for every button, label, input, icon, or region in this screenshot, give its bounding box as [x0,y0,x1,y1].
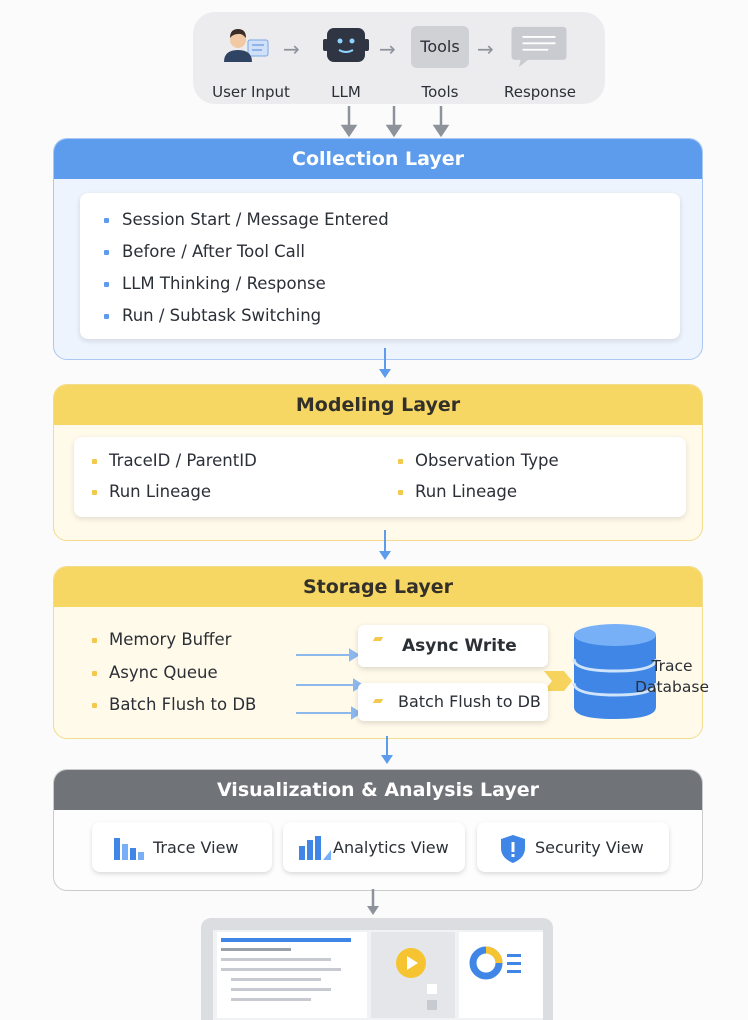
list-item-text: Run Lineage [415,482,518,501]
database-label-line: Database [635,678,709,696]
bar-chart-icon [114,838,144,860]
bullet [104,314,109,319]
list-item: Session Start / Message Entered [104,210,389,229]
down-arrow-icon [379,530,391,560]
down-arrow-icon [381,736,393,764]
flow-label: Response [503,83,577,101]
bullet [104,250,109,255]
down-arrow-icon [379,348,391,378]
list-item: Run Lineage [398,482,517,501]
view-label: Analytics View [333,838,449,857]
right-arrow-icon: → [477,37,494,61]
list-item: Run Lineage [92,482,211,501]
list-item: Async Queue [92,663,218,682]
list-item: Batch Flush to DB [92,695,256,714]
bullet [104,218,109,223]
bullet [372,637,384,641]
bullet [398,490,403,495]
database-label-line: Trace [651,657,693,675]
flow-label: User Input [212,83,290,101]
list-item: Memory Buffer [92,630,231,649]
collection-panel: Session Start / Message Entered Before /… [80,193,680,339]
chat-bubble-icon [511,26,567,68]
right-arrow-icon: → [379,37,396,61]
flow-label: LLM [331,83,361,101]
down-arrow-icon [367,889,379,915]
right-arrow-icon: → [283,37,300,61]
list-item: Before / After Tool Call [104,242,305,261]
modeling-layer: Modeling Layer TraceID / ParentID Run Li… [53,384,703,541]
list-item-text: Batch Flush to DB [109,695,257,714]
bullet [92,638,97,643]
flow-arrows [296,648,572,720]
storage-layer: Storage Layer Memory Buffer Async Queue … [53,566,703,739]
user-icon [224,29,269,62]
modeling-panel: TraceID / ParentID Run Lineage Observati… [74,437,686,517]
bullet [92,671,97,676]
analytics-view-button[interactable]: Analytics View [283,822,465,872]
analytics-chart-icon [299,836,331,860]
list-item-text: Before / After Tool Call [122,242,305,261]
list-item: Run / Subtask Switching [104,306,321,325]
list-item-text: Async Queue [109,663,218,682]
layer-title: Modeling Layer [54,385,702,425]
list-item-text: Run Lineage [109,482,212,501]
collection-layer: Collection Layer Session Start / Message… [53,138,703,360]
layer-title: Visualization & Analysis Layer [54,770,702,810]
dashboard-screen-illustration [213,930,543,1020]
dashboard-preview [201,918,553,1020]
list-item-text: LLM Thinking / Response [122,274,326,293]
async-write-label: Async Write [402,636,517,656]
list-item-text: Run / Subtask Switching [122,306,322,325]
list-item-text: Observation Type [415,451,559,470]
bullet [398,459,403,464]
list-item-text: Session Start / Message Entered [122,210,389,229]
layer-title: Collection Layer [54,139,702,179]
flow-label: Tools [421,83,459,101]
list-item-text: Memory Buffer [109,630,232,649]
trace-view-button[interactable]: Trace View [92,822,272,872]
database-label: Trace Database [612,656,732,698]
view-label: Trace View [153,838,239,857]
list-item-text: TraceID / ParentID [109,451,257,470]
view-label: Security View [535,838,644,857]
async-write-box: Async Write [358,625,548,667]
bullet [104,282,109,287]
layer-title: Storage Layer [54,567,702,607]
batch-flush-box: Batch Flush to DB [358,683,548,721]
database-icon [572,624,658,719]
list-item: TraceID / ParentID [92,451,257,470]
list-item: Observation Type [398,451,559,470]
input-flow-panel: User Input → LLM → Tools Tools → Respons… [193,12,605,104]
security-view-button[interactable]: Security View [477,822,669,872]
visualization-layer: Visualization & Analysis Layer Trace Vie… [53,769,703,891]
bullet [92,459,97,464]
tools-box: Tools [411,26,469,68]
robot-icon [323,28,369,62]
bullet [372,699,384,703]
down-arrows [340,106,450,138]
batch-flush-label: Batch Flush to DB [398,692,541,711]
list-item: LLM Thinking / Response [104,274,326,293]
shield-icon [501,835,525,863]
bullet [92,703,97,708]
bullet [92,490,97,495]
